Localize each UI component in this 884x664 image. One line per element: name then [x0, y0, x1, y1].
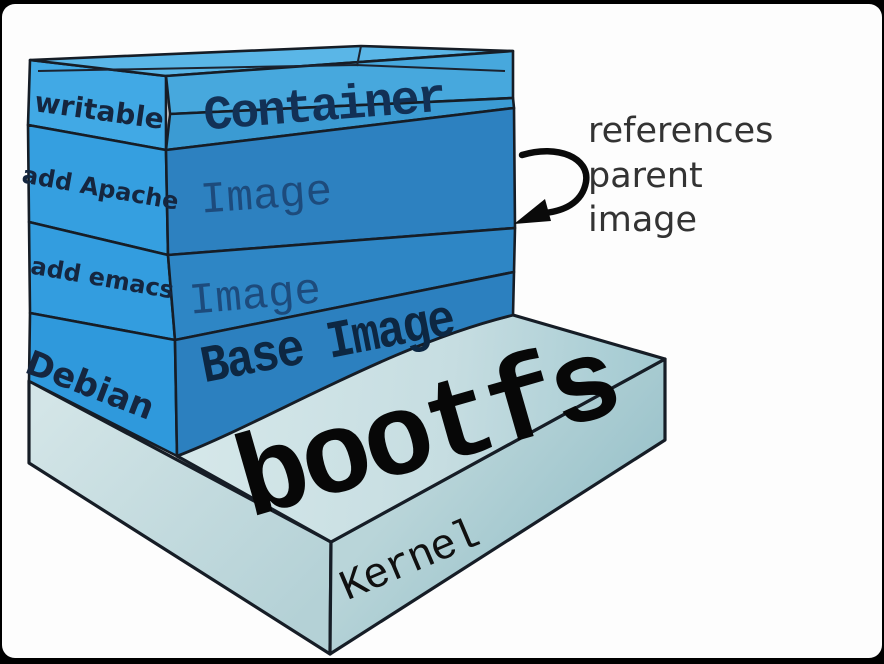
stack-top-inner-rim-line [37, 63, 506, 72]
annotation-line-3: image [588, 200, 697, 240]
curved-arrow-head [514, 199, 551, 224]
annotation-references-parent-image: references parent image [514, 111, 773, 240]
layer-front-label-image2: Image [187, 266, 323, 327]
curved-arrow-shaft [518, 148, 590, 217]
stack-top-corner-seam [356, 45, 362, 67]
layer-front-label-image1: Image [199, 167, 334, 226]
annotation-line-1: references [588, 111, 773, 151]
annotation-line-2: parent [588, 156, 703, 196]
layer-front-face-base-image [173, 270, 516, 458]
